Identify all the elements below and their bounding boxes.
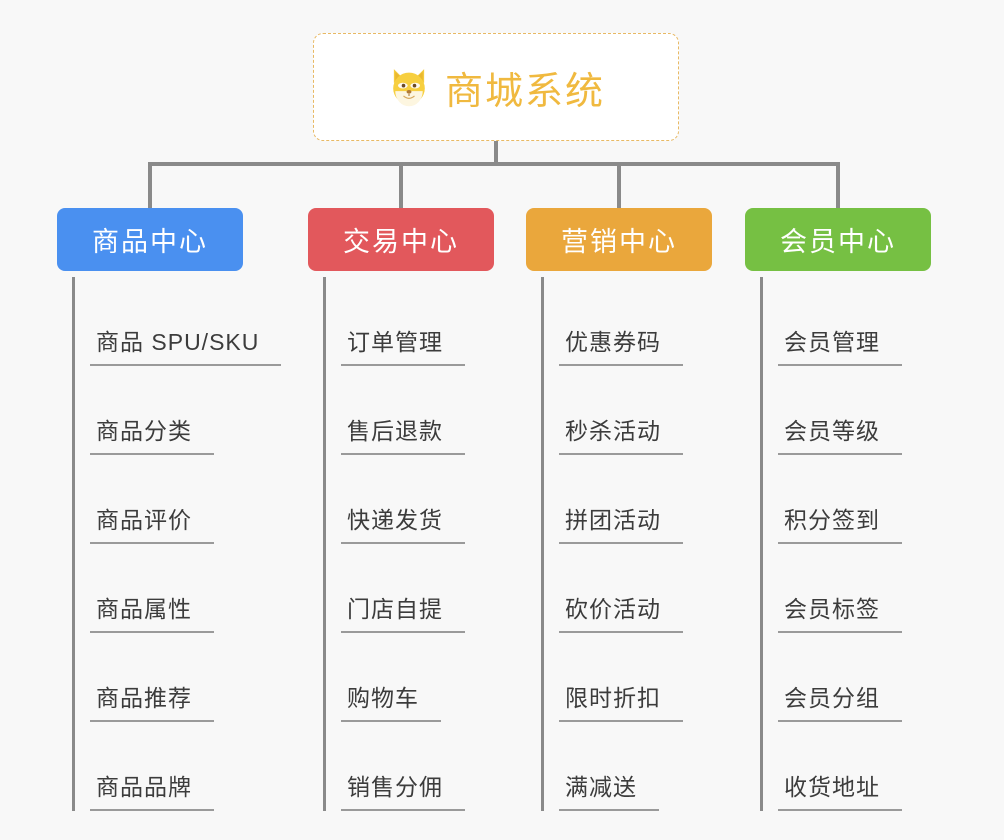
leaf-list-product-center: 商品 SPU/SKU 商品分类 商品评价 商品属性 商品推荐 商品品牌 bbox=[57, 271, 282, 811]
leaf-label: 会员管理 bbox=[778, 323, 902, 366]
list-item[interactable]: 会员管理 bbox=[760, 277, 931, 366]
leaf-label: 快递发货 bbox=[341, 501, 465, 544]
list-item[interactable]: 会员等级 bbox=[760, 366, 931, 455]
connector-horizontal-bus bbox=[148, 162, 840, 166]
leaf-label: 售后退款 bbox=[341, 412, 465, 455]
category-header-trade-center[interactable]: 交易中心 bbox=[308, 208, 494, 271]
list-item[interactable]: 满减送 bbox=[541, 722, 712, 811]
list-item[interactable]: 商品品牌 bbox=[72, 722, 243, 811]
leaf-spine bbox=[323, 277, 326, 811]
category-header-member-center[interactable]: 会员中心 bbox=[745, 208, 931, 271]
list-item[interactable]: 商品属性 bbox=[72, 544, 243, 633]
list-item[interactable]: 会员分组 bbox=[760, 633, 931, 722]
list-item[interactable]: 限时折扣 bbox=[541, 633, 712, 722]
leaf-label: 满减送 bbox=[559, 768, 659, 811]
list-item[interactable]: 售后退款 bbox=[323, 366, 494, 455]
shiba-dog-icon bbox=[387, 65, 431, 109]
list-item[interactable]: 销售分佣 bbox=[323, 722, 494, 811]
leaf-label: 会员标签 bbox=[778, 590, 902, 633]
list-item[interactable]: 商品分类 bbox=[72, 366, 243, 455]
leaf-label: 限时折扣 bbox=[559, 679, 683, 722]
leaf-label: 积分签到 bbox=[778, 501, 902, 544]
list-item[interactable]: 商品评价 bbox=[72, 455, 243, 544]
list-item[interactable]: 商品 SPU/SKU bbox=[72, 277, 282, 366]
column-trade-center: 交易中心 订单管理 售后退款 快递发货 门店自提 购物车 销售分佣 bbox=[308, 208, 494, 811]
list-item[interactable]: 会员标签 bbox=[760, 544, 931, 633]
leaf-label: 商品属性 bbox=[90, 590, 214, 633]
category-label: 交易中心 bbox=[343, 227, 459, 257]
leaf-label: 商品 SPU/SKU bbox=[90, 323, 282, 366]
list-item[interactable]: 秒杀活动 bbox=[541, 366, 712, 455]
category-header-marketing-center[interactable]: 营销中心 bbox=[526, 208, 712, 271]
leaf-label: 商品品牌 bbox=[90, 768, 214, 811]
list-item[interactable]: 门店自提 bbox=[323, 544, 494, 633]
leaf-label: 商品推荐 bbox=[90, 679, 214, 722]
connector-drop-marketing-center bbox=[617, 162, 621, 208]
category-label: 营销中心 bbox=[561, 227, 677, 257]
list-item[interactable]: 优惠券码 bbox=[541, 277, 712, 366]
column-member-center: 会员中心 会员管理 会员等级 积分签到 会员标签 会员分组 收货地址 bbox=[745, 208, 931, 811]
category-header-product-center[interactable]: 商品中心 bbox=[57, 208, 243, 271]
leaf-label: 商品分类 bbox=[90, 412, 214, 455]
leaf-label: 砍价活动 bbox=[559, 590, 683, 633]
connector-drop-product-center bbox=[148, 162, 152, 208]
connector-drop-trade-center bbox=[399, 162, 403, 208]
leaf-spine bbox=[760, 277, 763, 811]
leaf-label: 优惠券码 bbox=[559, 323, 683, 366]
leaf-label: 收货地址 bbox=[778, 768, 902, 811]
leaf-label: 购物车 bbox=[341, 679, 441, 722]
list-item[interactable]: 砍价活动 bbox=[541, 544, 712, 633]
leaf-label: 秒杀活动 bbox=[559, 412, 683, 455]
root-title: 商城系统 bbox=[444, 70, 605, 113]
leaf-label: 会员分组 bbox=[778, 679, 902, 722]
column-marketing-center: 营销中心 优惠券码 秒杀活动 拼团活动 砍价活动 限时折扣 满减送 bbox=[526, 208, 712, 811]
connector-root-stem bbox=[494, 141, 498, 166]
category-label: 商品中心 bbox=[92, 227, 208, 257]
list-item[interactable]: 收货地址 bbox=[760, 722, 931, 811]
category-label: 会员中心 bbox=[780, 227, 896, 257]
leaf-label: 订单管理 bbox=[341, 323, 465, 366]
list-item[interactable]: 购物车 bbox=[323, 633, 494, 722]
list-item[interactable]: 商品推荐 bbox=[72, 633, 243, 722]
list-item[interactable]: 快递发货 bbox=[323, 455, 494, 544]
leaf-list-trade-center: 订单管理 售后退款 快递发货 门店自提 购物车 销售分佣 bbox=[308, 271, 494, 811]
leaf-label: 会员等级 bbox=[778, 412, 902, 455]
leaf-label: 门店自提 bbox=[341, 590, 465, 633]
leaf-list-member-center: 会员管理 会员等级 积分签到 会员标签 会员分组 收货地址 bbox=[745, 271, 931, 811]
list-item[interactable]: 拼团活动 bbox=[541, 455, 712, 544]
leaf-spine bbox=[541, 277, 544, 811]
connector-drop-member-center bbox=[836, 162, 840, 208]
list-item[interactable]: 订单管理 bbox=[323, 277, 494, 366]
leaf-spine bbox=[72, 277, 75, 811]
list-item[interactable]: 积分签到 bbox=[760, 455, 931, 544]
leaf-label: 商品评价 bbox=[90, 501, 214, 544]
column-product-center: 商品中心 商品 SPU/SKU 商品分类 商品评价 商品属性 商品推荐 商品品牌 bbox=[57, 208, 282, 811]
root-node-mall-system[interactable]: 商城系统 bbox=[313, 33, 679, 141]
leaf-label: 销售分佣 bbox=[341, 768, 465, 811]
leaf-list-marketing-center: 优惠券码 秒杀活动 拼团活动 砍价活动 限时折扣 满减送 bbox=[526, 271, 712, 811]
leaf-label: 拼团活动 bbox=[559, 501, 683, 544]
